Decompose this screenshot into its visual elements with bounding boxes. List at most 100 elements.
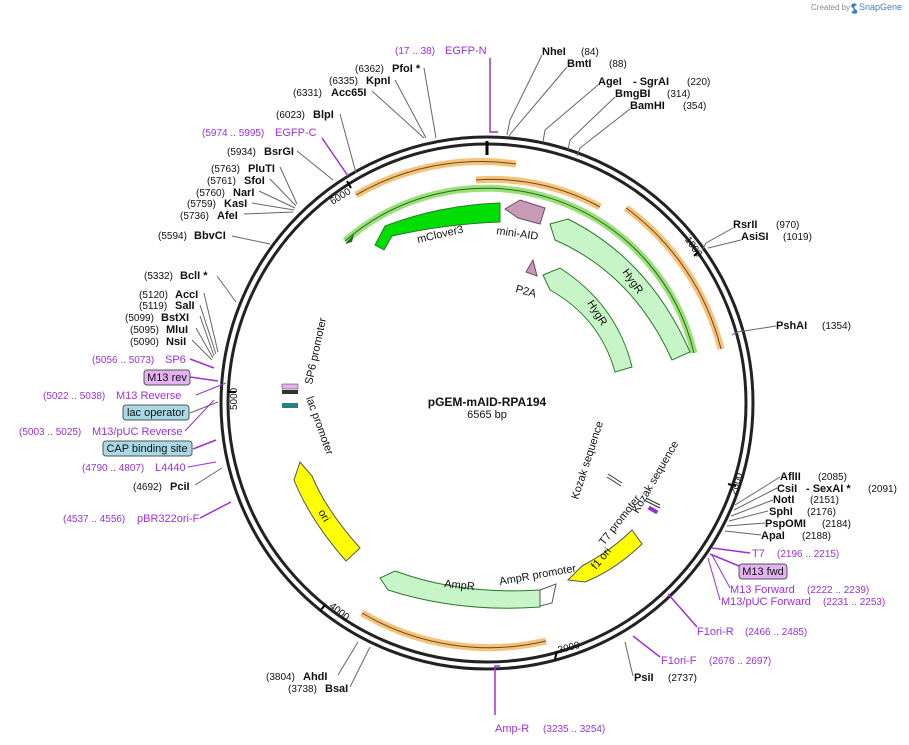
- site-name-bsai: BsaI: [325, 683, 348, 695]
- tick-2000: [727, 483, 737, 487]
- site-name-acci: AccI: [175, 289, 198, 301]
- kozak-label-2: Kozak sequence: [630, 439, 681, 515]
- leader-blpi: [339, 113, 357, 174]
- site-name-aflii: AflII: [780, 471, 801, 483]
- credit-brand: SnapGene: [859, 2, 902, 12]
- site-name-bmgbi: BmgBI: [615, 88, 650, 100]
- site-pos-sali: (5119): [139, 301, 167, 312]
- leader-bsrgi: [296, 150, 334, 181]
- leader-pluti: [279, 166, 298, 205]
- leader-pcii: [194, 467, 223, 486]
- primer-f1ori-f-marker: [632, 635, 661, 658]
- site-name-bamhi: BamHI: [630, 100, 665, 112]
- site-name-asisi: AsiSI: [741, 231, 769, 243]
- site-pos-bsrgi: (5934): [227, 147, 256, 158]
- t7-primer-mark: [647, 505, 659, 515]
- site-name-rsrii: RsrII: [733, 219, 757, 231]
- site-pos-sphi: (2176): [807, 507, 836, 518]
- primer-m13-forward-marker: [711, 554, 731, 589]
- ampr-label: AmpR: [444, 578, 476, 593]
- site-name-bcli: BclI *: [180, 270, 208, 282]
- site-pos-afei: (5736): [180, 211, 209, 222]
- site-pos-pcii: (4692): [133, 482, 162, 493]
- site-name-sfoi: SfoI: [244, 175, 265, 187]
- leader-bamhi: [576, 108, 631, 157]
- hygr-outer-arrow: [549, 218, 691, 361]
- site-extra-csii: - SexAI *: [806, 483, 851, 495]
- primer-range-f1ori-f: (2676 .. 2697): [709, 656, 771, 667]
- site-pos-acc65i: (6331): [293, 88, 322, 99]
- primer-name-sp6: SP6: [165, 354, 186, 366]
- leader-bcli: [216, 275, 237, 303]
- site-name-bbvci: BbvCI: [194, 230, 226, 242]
- leader-pshai: [731, 325, 777, 336]
- primer-range-f1ori-r: (2466 .. 2485): [745, 627, 807, 638]
- primer-range-m13-forward: (2222 .. 2239): [807, 585, 869, 596]
- tick-label-5000: 5000: [229, 387, 240, 410]
- primer-range-pbr322: (4537 .. 4556): [63, 514, 125, 525]
- leader-bstxi: [199, 315, 215, 357]
- primer-t7-marker: [711, 547, 751, 554]
- primer-f1ori-r-marker: [667, 593, 698, 628]
- orange-band-2-line: [475, 178, 601, 208]
- site-pos-bstxi: (5099): [125, 313, 154, 324]
- site-name-pcii: PciI: [170, 481, 190, 493]
- mclover3-arrow: [374, 202, 501, 251]
- leader-agei: [542, 84, 599, 143]
- leader-bmti: [508, 66, 568, 137]
- primer-range-amp-r: (3235 .. 3254): [543, 724, 605, 735]
- primer-egfp-n-marker: [489, 58, 498, 133]
- green-band-arrowhead: [345, 234, 354, 244]
- leader-psii: [624, 641, 634, 677]
- primer-range-t7: (2196 .. 2215): [777, 549, 839, 560]
- primer-name-f1ori-f: F1ori-F: [661, 655, 697, 667]
- mini-aid-label: mini-AID: [496, 225, 539, 243]
- lac-operator-leader: [189, 401, 219, 414]
- site-pos-nari: (5760): [196, 188, 225, 199]
- leader-nhei: [506, 54, 543, 136]
- plasmid-size: 6565 bp: [467, 409, 507, 421]
- primer-range-egfp-c: (5974 .. 5995): [202, 128, 264, 139]
- primer-egfp-c-marker: [321, 137, 349, 177]
- site-pos-bamhi: (354): [683, 101, 706, 112]
- primer-range-l4440: (4790 .. 4807): [82, 463, 144, 474]
- site-name-ahdi: AhdI: [303, 671, 327, 683]
- site-pos-mlui: (5095): [130, 325, 159, 336]
- m13-fwd-box: [738, 563, 788, 580]
- primer-name-pbr322: pBR322ori-F: [137, 513, 200, 525]
- primer-m13puc-rev-marker: [184, 399, 215, 432]
- leader-sfoi: [269, 178, 297, 207]
- site-pos-acci: (5120): [139, 290, 168, 301]
- green-band-line: [344, 187, 695, 354]
- tick-4000: [319, 604, 326, 612]
- kozak-mark-1b: [606, 476, 622, 487]
- site-name-pluti: PluTI: [248, 163, 275, 175]
- plasmid-name: pGEM-mAID-RPA194: [428, 395, 547, 409]
- primer-name-egfp-n: EGFP-N: [445, 45, 487, 57]
- sp6-promoter-label: SP6 promoter: [303, 316, 329, 385]
- tick-3000: [554, 650, 558, 660]
- primer-range-egfp-n: (17 .. 38): [395, 46, 435, 57]
- kozak-mark-2b: [645, 500, 661, 509]
- orange-band-3-line: [625, 207, 722, 350]
- site-pos-bmgbi: (314): [667, 89, 690, 100]
- primer-name-m13puc-rev: M13/pUC Reverse: [92, 426, 182, 438]
- leader-bbvci: [231, 235, 271, 245]
- site-pos-kpni: (6335): [329, 76, 358, 87]
- m13-fwd-box-label: M13 fwd: [742, 566, 784, 578]
- primer-pbr322-marker: [199, 501, 232, 519]
- site-name-pshai: PshAI: [776, 320, 807, 332]
- leader-mlui: [195, 327, 214, 359]
- primer-range-m13-reverse: (5022 .. 5038): [43, 391, 105, 402]
- lac-operator-box: [122, 404, 190, 421]
- leader-aflii: [734, 476, 781, 506]
- leader-noti: [730, 499, 774, 517]
- site-pos-bsai: (3738): [288, 684, 317, 695]
- leader-sali: [199, 304, 217, 355]
- site-pos-pluti: (5763): [211, 164, 240, 175]
- leader-acc65i: [371, 90, 425, 139]
- leader-bsai: [349, 646, 371, 688]
- f1-ori-arrow: [566, 529, 643, 583]
- primer-range-m13puc-rev: (5003 .. 5025): [19, 427, 81, 438]
